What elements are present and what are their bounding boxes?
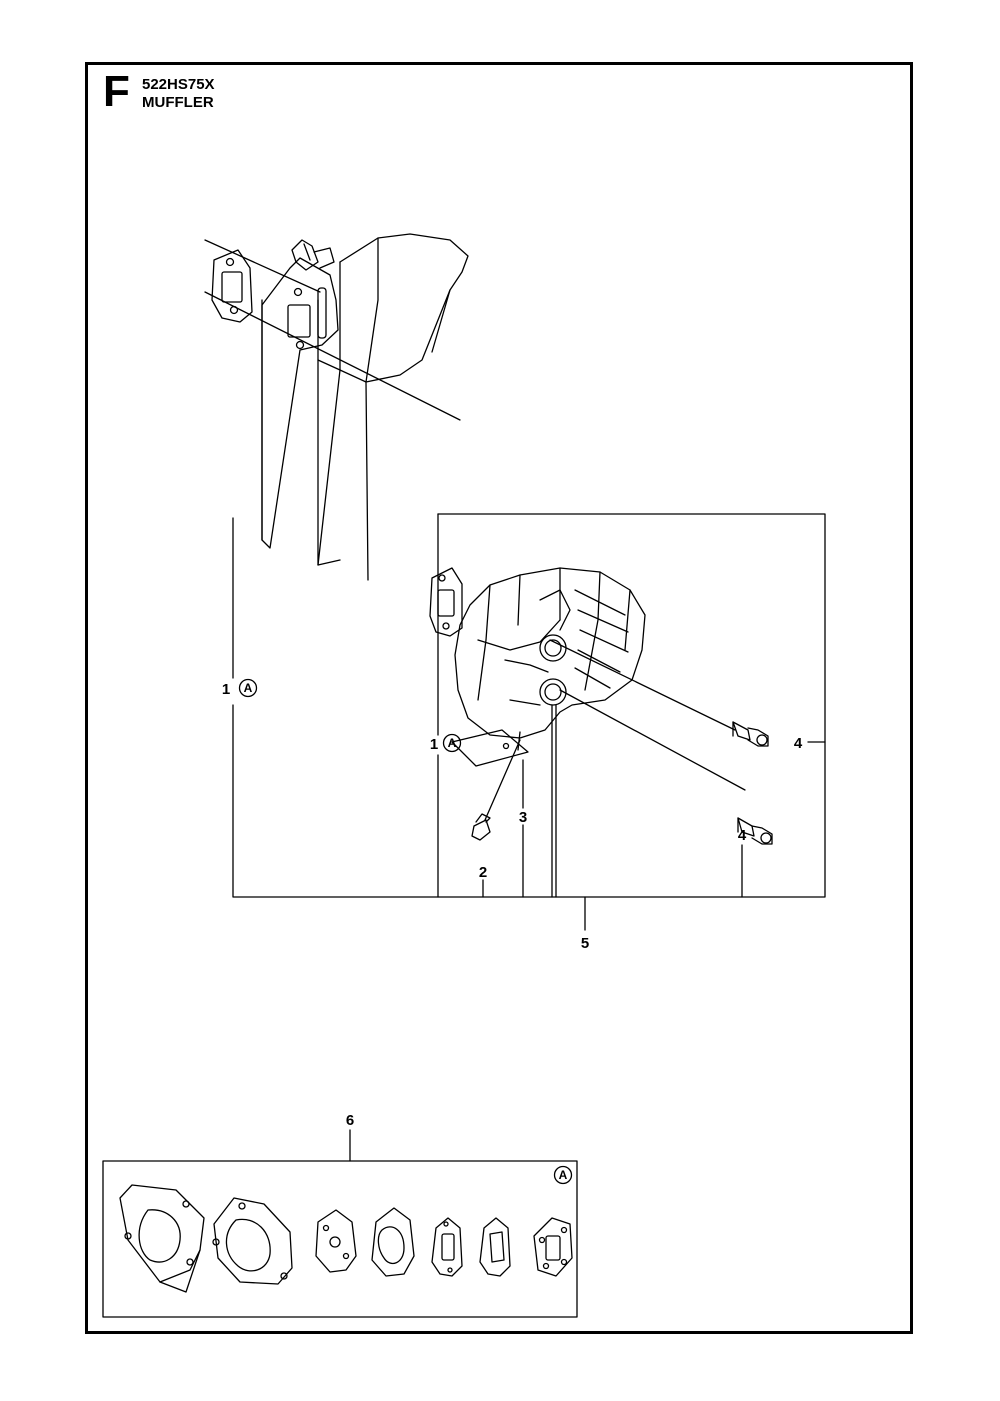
callout-6: 6: [346, 1112, 354, 1129]
kit-gasket-port-b: [479, 1217, 511, 1277]
bolt-part-4-lower: [737, 817, 773, 845]
kit-ref-circle-1b: [442, 733, 462, 753]
heat-shield-bracket: [261, 239, 339, 549]
gasket-left: [211, 249, 253, 323]
page-frame: [85, 62, 913, 1334]
axis-line-lower: [204, 291, 461, 421]
axis-line-bolt-lower: [559, 689, 746, 791]
callout-3: 3: [519, 809, 527, 826]
model-number: 522HS75X: [142, 76, 215, 93]
kit-gasket-cylinder-large: [119, 1184, 205, 1293]
screw-part-2: [471, 813, 491, 841]
bolt-part-4-upper: [732, 721, 769, 747]
section-title: MUFFLER: [142, 94, 214, 111]
kit-ref-label: A: [559, 1168, 568, 1182]
callout-1-kit-ref: A: [244, 681, 253, 695]
kit-gasket-plate: [533, 1217, 573, 1277]
gasket-kit-box: [102, 1160, 578, 1318]
gasket-right: [429, 567, 463, 637]
callout-2: 2: [479, 864, 487, 881]
axis-line-upper: [204, 239, 321, 293]
plate-part-3: [451, 729, 529, 767]
section-letter: F: [103, 67, 130, 116]
callout-1b: 1: [430, 736, 438, 753]
kit-gasket-port-a: [431, 1217, 463, 1277]
callout-1: 1: [222, 681, 230, 698]
muffler-body: [454, 567, 646, 751]
kit-ref-circle-box: [553, 1165, 573, 1185]
callout-1b-kit-ref: A: [448, 736, 457, 750]
callout-4-upper: 4: [794, 735, 803, 752]
kit-ref-circle-1: [238, 678, 258, 698]
heat-shield: [317, 233, 469, 581]
axis-line-screw: [484, 739, 521, 821]
axis-line-bolt-upper: [549, 639, 736, 731]
callout-5: 5: [581, 935, 589, 952]
kit-gasket-cylinder: [212, 1197, 293, 1285]
callout-4-lower: 4: [738, 827, 747, 844]
assembly-bracket-5: [232, 513, 826, 898]
kit-gasket-oval-ring: [371, 1207, 415, 1277]
kit-gasket-oval-solid: [315, 1209, 357, 1273]
